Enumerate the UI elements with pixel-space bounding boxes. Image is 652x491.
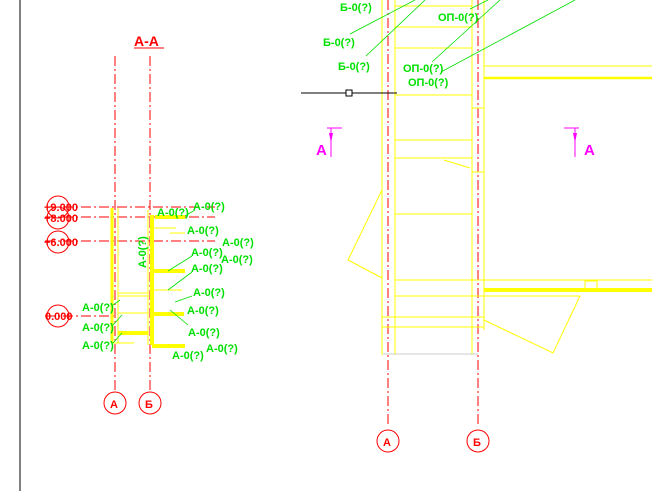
element-label: А-0(?) <box>187 305 219 317</box>
element-label: А-0(?) <box>191 263 223 275</box>
element-label: ОП-0(?) <box>403 63 444 75</box>
element-label: Б-0(?) <box>340 2 372 14</box>
axis-b-label-right: Б <box>473 437 481 449</box>
element-label: А-0(?) <box>188 327 220 339</box>
axis-b-label-left: Б <box>145 399 153 411</box>
left-section-structure <box>110 208 185 348</box>
vertical-element-label: А-0(?) <box>137 236 149 268</box>
element-label: А-0(?) <box>187 225 219 237</box>
element-label: А-0(?) <box>221 254 253 266</box>
element-label: А-0(?) <box>193 201 225 213</box>
level-bubble <box>46 304 70 328</box>
svg-text:А: А <box>316 142 327 159</box>
level-bubble <box>46 206 70 230</box>
element-label: А-0(?) <box>82 302 114 314</box>
element-label: А-0(?) <box>206 343 238 355</box>
right-leader-lines <box>349 0 576 73</box>
element-label: А-0(?) <box>172 350 204 362</box>
element-label: А-0(?) <box>82 340 114 352</box>
axis-a-label-right: А <box>383 437 391 449</box>
axis-a-bubble-right <box>376 429 400 453</box>
element-label: ОП-0(?) <box>408 77 449 89</box>
level-bubble <box>46 230 70 254</box>
element-label: ОП-0(?) <box>438 12 479 24</box>
element-label: Б-0(?) <box>338 61 370 73</box>
element-label: А-0(?) <box>191 247 223 259</box>
element-label: А-0(?) <box>82 322 114 334</box>
level-bubble <box>46 195 70 219</box>
axis-a-bubble-left <box>103 391 127 415</box>
left-leader-lines <box>112 209 196 344</box>
axis-b-bubble-left <box>138 391 162 415</box>
axis-a-label-left: А <box>110 399 118 411</box>
level-label: +8.000 <box>44 213 78 225</box>
element-label: А-0(?) <box>222 237 254 249</box>
element-label: А-0(?) <box>193 287 225 299</box>
grip-handle[interactable] <box>345 89 353 97</box>
svg-text:А: А <box>584 142 595 159</box>
level-label: +6.000 <box>44 237 78 249</box>
section-title: А-А <box>134 33 159 49</box>
element-label: А-0(?) <box>157 207 189 219</box>
level-label: +9.000 <box>44 202 78 214</box>
element-label: Б-0(?) <box>323 37 355 49</box>
right-plan-structure <box>347 0 652 355</box>
section-mark-left: А <box>316 127 342 159</box>
level-label: 0.000 <box>45 311 73 323</box>
section-mark-right: А <box>564 127 595 159</box>
axis-b-bubble-right <box>466 429 490 453</box>
